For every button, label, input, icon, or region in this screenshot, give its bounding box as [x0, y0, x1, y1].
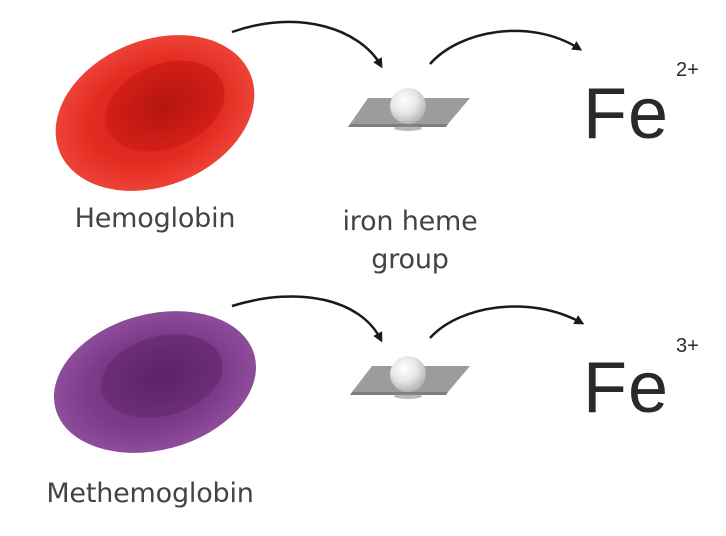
hemoglobin-cell [32, 7, 278, 220]
methemoglobin-cell [38, 290, 272, 475]
arrow-cell-to-heme-bottom [232, 296, 380, 338]
ferric-iron-charge: 3+ [676, 336, 699, 356]
ferrous-iron-symbol: Fe [583, 78, 669, 150]
heme-group-top [348, 88, 470, 131]
ferric-iron-symbol: Fe [583, 352, 669, 424]
ferrous-iron-charge: 2+ [676, 60, 699, 80]
iron-heme-label-line2: group [300, 241, 520, 279]
arrow-heme-to-fe-top [430, 31, 578, 64]
methemoglobin-label: Methemoglobin [10, 478, 290, 509]
iron-heme-label-line1: iron heme [300, 203, 520, 241]
heme-group-bottom [350, 356, 470, 399]
iron-heme-group-label: iron heme group [300, 203, 520, 279]
arrow-heme-to-fe-bottom [430, 306, 580, 338]
hemoglobin-label: Hemoglobin [40, 203, 270, 234]
arrow-cell-to-heme-top [232, 22, 380, 64]
